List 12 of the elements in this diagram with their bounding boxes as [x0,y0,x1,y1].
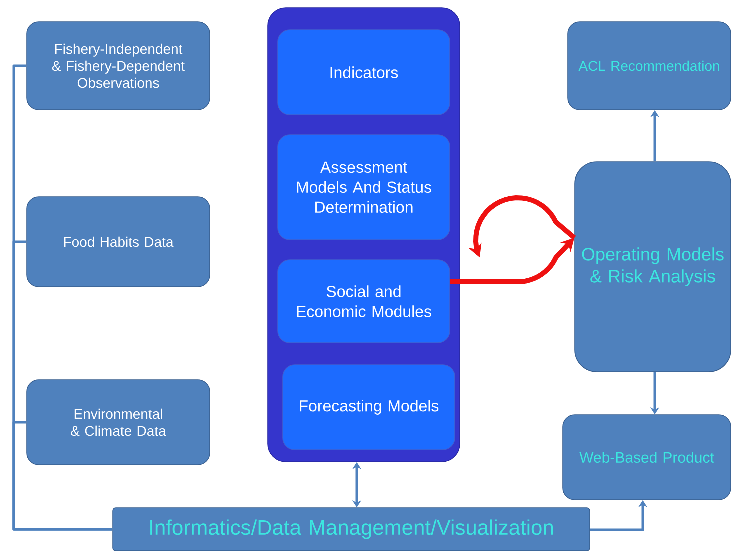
module-box: Indicators [278,30,450,116]
output-box: Web-Based Product [562,414,732,500]
module-box: Social and Economic Modules [278,260,450,344]
output-box: ACL Recommendation [568,22,732,110]
process-box: Operating Models & Risk Analysis [574,162,732,372]
module-box: Assessment Models And Status Determination [278,134,450,240]
module-box: Forecasting Models [282,364,456,450]
side-box: Environmental & Climate Data [26,380,210,466]
connector-line [12,421,113,531]
side-box: Fishery-Independent & Fishery-Dependent Observations [26,22,210,110]
data-bar: Informatics/Data Management/Visualization [112,508,590,551]
side-box: Food Habits Data [26,196,210,288]
